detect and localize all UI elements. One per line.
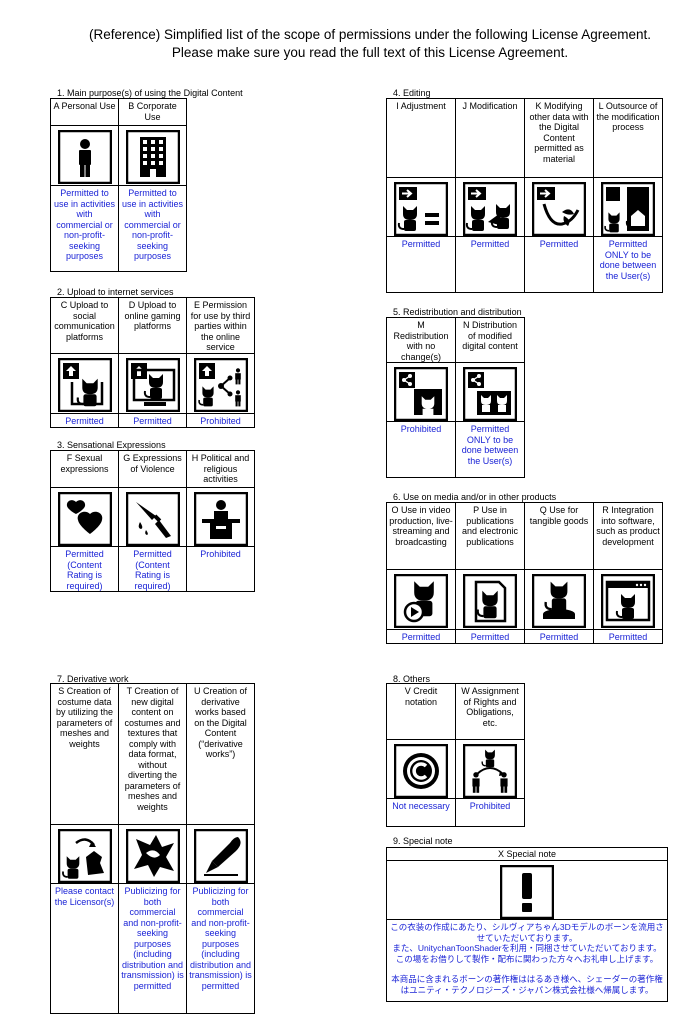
redistribute-icon xyxy=(394,367,448,421)
s9-note-1: この衣装の作成にあたり、シルヴィアちゃん3Dモデルのボーンを流用させていただいて… xyxy=(390,922,664,943)
s5-n-result: Permitted ONLY to be done between the Us… xyxy=(461,424,519,466)
building-icon xyxy=(125,130,180,184)
s1-a-result: Permitted to use in activities with comm… xyxy=(53,188,116,261)
s4-i-result: Permitted xyxy=(401,239,441,249)
section-8-table: V Credit notation W Assignment of Rights… xyxy=(386,683,525,827)
s6-r-result: Permitted xyxy=(608,632,648,642)
s7-s-result: Please contact the Licensor(s) xyxy=(54,886,115,907)
s7-t-label: T Creation of new digital content on cos… xyxy=(124,686,181,812)
publication-icon xyxy=(463,574,517,628)
s3-f-label: F Sexual expressions xyxy=(60,453,109,474)
s6-r-label: R Integration into software, such as pro… xyxy=(596,505,660,547)
s5-n-label: N Distribution of modified digital conte… xyxy=(462,320,518,351)
section-4-title: 4. Editing xyxy=(393,88,431,98)
section-9-title: 9. Special note xyxy=(393,836,453,846)
s2-d-result: Permitted xyxy=(133,415,172,426)
section-7-title: 7. Derivative work xyxy=(57,674,129,684)
s2-c-result: Permitted xyxy=(65,415,104,426)
s4-k-label: K Modifying other data with the Digital … xyxy=(529,101,589,164)
s1-a-label: A Personal Use xyxy=(53,101,116,111)
person-icon xyxy=(57,130,112,184)
knife-icon xyxy=(125,492,180,546)
outsource-icon xyxy=(601,182,655,236)
s8-w-label: W Assignment of Rights and Obligations, … xyxy=(461,686,519,728)
s2-e-label: E Permission for use by third parties wi… xyxy=(190,300,251,352)
software-icon xyxy=(601,574,655,628)
s9-x-label: X Special note xyxy=(497,849,557,859)
s3-f-result: Permitted (Content Rating is required) xyxy=(65,549,104,591)
s9-note-4: 本商品に含まれるボーンの著作権ははるあき様へ、シェーダーの著作権はユニティ・テク… xyxy=(391,974,663,995)
figure-icon xyxy=(532,574,586,628)
s6-o-result: Permitted xyxy=(401,632,441,642)
s3-h-result: Prohibited xyxy=(200,549,241,559)
s2-d-label: D Upload to online gaming platforms xyxy=(124,300,181,331)
third-party-share-icon xyxy=(193,357,248,412)
section-9-table: X Special note この衣装の作成にあたり、シルヴィアちゃん3Dモデル… xyxy=(386,847,668,1002)
distribute-modified-icon xyxy=(463,367,517,421)
modification-icon xyxy=(463,182,517,236)
s7-t-result: Publicizing for both commercial and non-… xyxy=(121,886,184,991)
video-icon xyxy=(394,574,448,628)
pen-icon xyxy=(193,829,248,883)
s4-k-result: Permitted xyxy=(539,239,579,249)
upload-gaming-icon xyxy=(125,357,180,412)
header-line-1: (Reference) Simplified list of the scope… xyxy=(88,27,652,42)
s4-j-result: Permitted xyxy=(470,239,510,249)
s8-v-result: Not necessary xyxy=(392,801,450,811)
s1-b-label: B Corporate Use xyxy=(128,101,177,122)
section-8-title: 8. Others xyxy=(393,674,431,684)
s9-note-2: また、UnitychanToonShaderを利用・同梱させていただいております… xyxy=(392,943,662,953)
s2-c-label: C Upload to social communication platfor… xyxy=(54,300,115,342)
s6-q-result: Permitted xyxy=(539,632,579,642)
copyright-icon xyxy=(394,744,448,798)
material-icon xyxy=(532,182,586,236)
s1-b-result: Permitted to use in activities with comm… xyxy=(121,188,184,261)
texture-icon xyxy=(125,829,180,883)
s3-g-label: G Expressions of Violence xyxy=(123,453,182,474)
exclamation-icon xyxy=(500,865,554,919)
s9-note-3: この場をお借りして製作・配布に関わった方々へお礼申し上げます。 xyxy=(395,953,659,964)
header-line-2: Please make sure you read the full text … xyxy=(171,45,569,60)
s5-m-label: M Redistribution with no change(s) xyxy=(393,320,449,362)
s6-p-label: P Use in publications and electronic pub… xyxy=(461,505,519,547)
s6-q-label: Q Use for tangible goods xyxy=(529,505,589,526)
s8-v-label: V Credit notation xyxy=(404,686,438,707)
section-2-table: C Upload to social communication platfor… xyxy=(50,297,255,428)
section-7-table: S Creation of costume data by utilizing … xyxy=(50,683,255,1014)
costume-icon xyxy=(57,829,112,883)
s7-u-label: U Creation of derivative works based on … xyxy=(193,686,248,759)
upload-social-icon xyxy=(57,357,112,412)
s4-l-result: Permitted ONLY to be done between the Us… xyxy=(599,239,657,281)
assignment-icon xyxy=(463,744,517,798)
s6-p-result: Permitted xyxy=(470,632,510,642)
s2-e-result: Prohibited xyxy=(200,415,241,426)
section-5-table: M Redistribution with no change(s) N Dis… xyxy=(386,317,525,478)
s9-x-note: この衣装の作成にあたり、シルヴィアちゃん3Dモデルのボーンを流用させていただいて… xyxy=(388,921,667,998)
s7-s-label: S Creation of costume data by utilizing … xyxy=(55,686,114,749)
section-4-table: I Adjustment J Modification K Modifying … xyxy=(386,98,663,293)
s4-j-label: J Modification xyxy=(462,101,518,111)
s3-g-result: Permitted (Content Rating is required) xyxy=(133,549,172,591)
s7-u-result: Publicizing for both commercial and non-… xyxy=(189,886,252,991)
section-1-table: A Personal Use B Corporate Use Permitted… xyxy=(50,98,187,272)
s3-h-label: H Political and religious activities xyxy=(191,453,250,484)
section-1-title: 1. Main purpose(s) of using the Digital … xyxy=(57,88,243,98)
s4-i-label: I Adjustment xyxy=(396,101,446,111)
section-5-title: 5. Redistribution and distribution xyxy=(393,307,522,317)
adjustment-icon xyxy=(394,182,448,236)
section-2-title: 2. Upload to internet services xyxy=(57,287,174,297)
section-6-title: 6. Use on media and/or in other products xyxy=(393,492,557,502)
s4-l-label: L Outsource of the modification process xyxy=(596,101,660,132)
section-6-table: O Use in video production, live-streamin… xyxy=(386,502,663,644)
s6-o-label: O Use in video production, live-streamin… xyxy=(389,505,453,547)
section-3-title: 3. Sensational Expressions xyxy=(57,440,166,450)
section-3-table: F Sexual expressions G Expressions of Vi… xyxy=(50,450,255,592)
hearts-icon xyxy=(57,492,112,546)
s5-m-result: Prohibited xyxy=(400,424,442,434)
podium-icon xyxy=(193,492,248,546)
s8-w-result: Prohibited xyxy=(469,801,511,811)
